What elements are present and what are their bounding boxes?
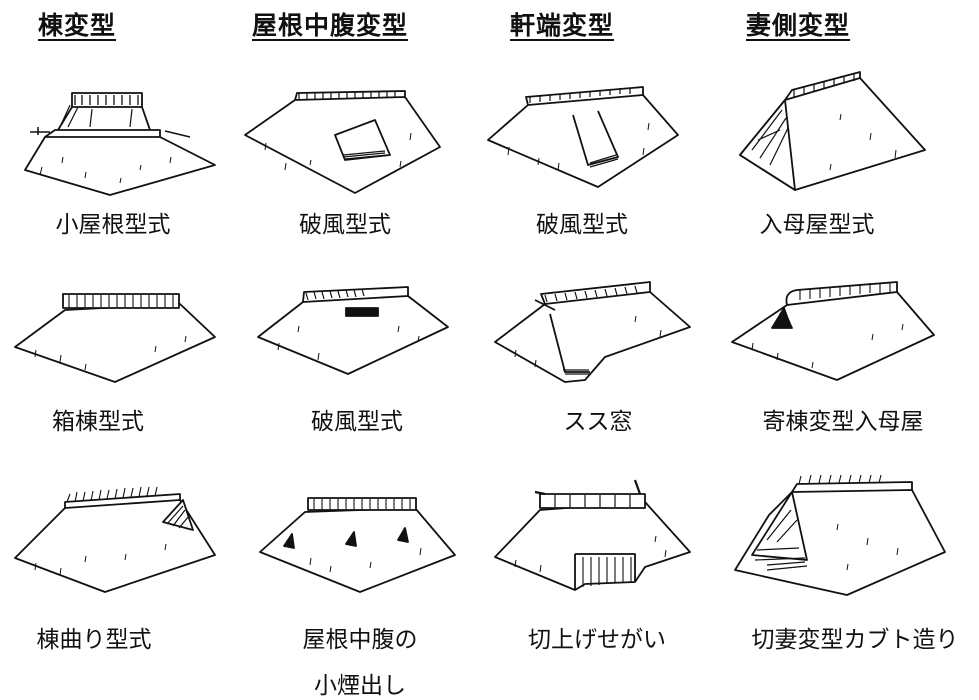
caption-gable-type-2: 破風型式: [536, 212, 628, 238]
caption-gable-type-3: 破風型式: [311, 409, 403, 435]
illustration-raised-eaves: [494, 479, 691, 591]
header-eaves-variation: 軒端変型: [510, 11, 615, 40]
illustration-box-ridge-type: [14, 293, 216, 383]
illustration-bent-ridge-type: [14, 486, 216, 593]
header-gable-side-variation: 妻側変型: [746, 11, 851, 40]
caption-small-roof-type: 小屋根型式: [55, 212, 171, 238]
caption-gable-type-1: 破風型式: [299, 212, 391, 238]
caption-line-1: 屋根中腹の: [302, 627, 418, 653]
illustration-kabuto-style: [734, 474, 946, 596]
caption-line-2: 小煙出し: [314, 673, 406, 699]
caption-irimoya-type: 入母屋型式: [759, 212, 875, 238]
illustration-hip-ridge-irimoya: [731, 281, 935, 381]
illustration-irimoya-type: [739, 71, 926, 191]
illustration-small-smoke-vents: [259, 497, 456, 593]
illustration-soot-window: [494, 281, 691, 383]
caption-bent-ridge-type: 棟曲り型式: [36, 627, 152, 653]
caption-raised-eaves: 切上げせがい: [528, 627, 666, 653]
illustration-eaves-gable-type: [487, 86, 679, 188]
header-ridge-variation: 棟変型: [38, 11, 117, 40]
caption-kabuto-style: 切妻変型カブト造り: [751, 627, 959, 653]
header-roof-middle-variation: 屋根中腹変型: [252, 11, 409, 40]
illustration-roof-middle-gable-type-2: [257, 286, 449, 375]
caption-box-ridge-type: 箱棟型式: [52, 409, 144, 435]
caption-hip-ridge-irimoya: 寄棟変型入母屋: [762, 409, 924, 435]
illustration-small-roof-type: [24, 92, 216, 196]
caption-soot-window: スス窓: [563, 409, 633, 435]
caption-roof-middle-smoke-vent: 屋根中腹の 小煙出し: [303, 620, 418, 700]
illustration-roof-middle-gable-type: [244, 90, 441, 194]
